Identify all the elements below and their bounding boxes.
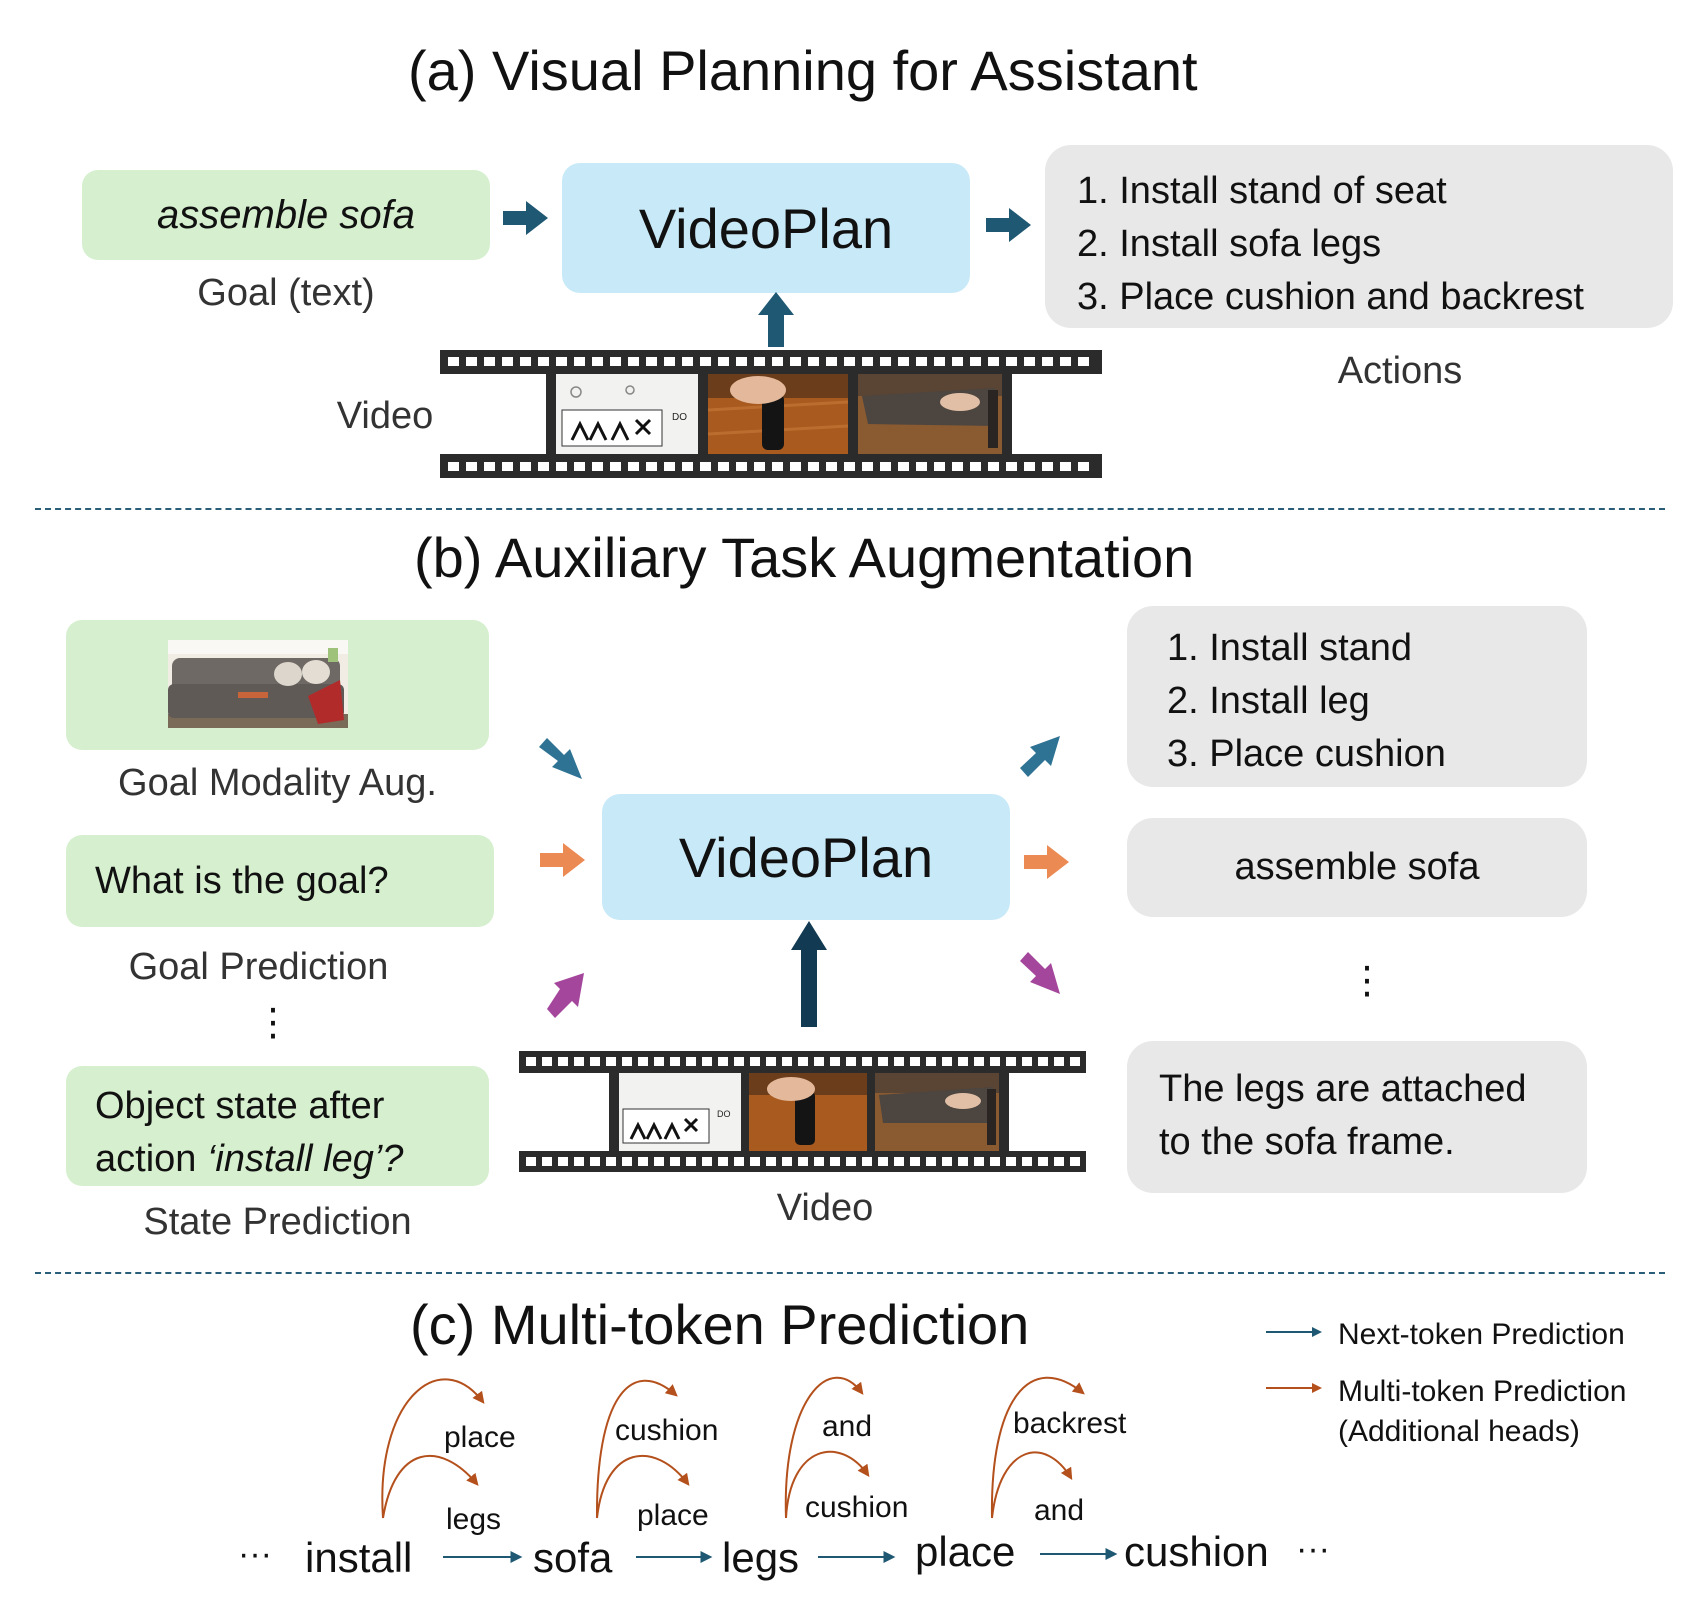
head-arrow-lower bbox=[991, 1451, 1073, 1519]
out-action-item: 3. Place cushion bbox=[1167, 733, 1446, 775]
videoplan-label-b: VideoPlan bbox=[678, 825, 934, 889]
arrow-model-to-actions-a bbox=[986, 208, 1031, 242]
legend-multi-arrow bbox=[1266, 1383, 1322, 1393]
videoplan-box-b: VideoPlan bbox=[602, 794, 1010, 920]
state-question-action: action bbox=[95, 1138, 207, 1180]
arrow-state-question-in bbox=[547, 973, 584, 1018]
state-question-line1: Object state after bbox=[95, 1085, 385, 1127]
head-arrow-upper bbox=[595, 1379, 678, 1519]
panel-a-title: (a) Visual Planning for Assistant bbox=[408, 39, 1198, 102]
trail-dots: ··· bbox=[1296, 1530, 1330, 1568]
head-label-lower: legs bbox=[446, 1503, 501, 1536]
panel-c-title: (c) Multi-token Prediction bbox=[410, 1293, 1030, 1356]
token-place: place bbox=[915, 1528, 1015, 1575]
video-caption-b: Video bbox=[776, 1187, 874, 1229]
video-caption-a: Video bbox=[336, 395, 434, 437]
video-frame-sofa-frame bbox=[858, 374, 1002, 454]
sofa-goal-image bbox=[168, 640, 348, 728]
legend-next-arrow bbox=[1266, 1327, 1322, 1337]
head-arrow-lower bbox=[596, 1454, 690, 1519]
video-filmstrip-b: DO bbox=[519, 1051, 1086, 1172]
svg-text:DO: DO bbox=[672, 412, 687, 423]
video-frame-leg-install bbox=[707, 374, 849, 454]
out-action-item: 1. Install stand bbox=[1167, 627, 1413, 669]
head-label-upper: and bbox=[822, 1410, 872, 1443]
ellipsis-right: ⋮ bbox=[1348, 960, 1386, 1002]
multi-token-diagram: ··· install sofa legs place cushion ··· … bbox=[238, 1376, 1330, 1581]
state-question-box: Object state after action ‘install leg’? bbox=[66, 1066, 489, 1186]
head-label-lower: and bbox=[1034, 1494, 1084, 1527]
goal-question: What is the goal? bbox=[95, 859, 389, 902]
legend-multi-sublabel: (Additional heads) bbox=[1338, 1415, 1580, 1448]
video-frame-manual: DO bbox=[619, 1073, 741, 1151]
film-sprocket-holes bbox=[448, 357, 1089, 471]
state-prediction-caption: State Prediction bbox=[143, 1201, 412, 1243]
token-cushion: cushion bbox=[1124, 1528, 1269, 1575]
action-item: 2. Install sofa legs bbox=[1077, 223, 1382, 265]
film-sprocket-holes bbox=[526, 1057, 1080, 1166]
arrow-video-to-model-b bbox=[791, 921, 827, 1027]
head-label-lower: cushion bbox=[805, 1491, 908, 1524]
head-label-lower: place bbox=[637, 1499, 709, 1532]
video-frame-sofa-frame bbox=[875, 1073, 999, 1151]
out-goal-box: assemble sofa bbox=[1127, 818, 1587, 917]
video-frame-manual: DO bbox=[556, 374, 698, 454]
action-item: 3. Place cushion and backrest bbox=[1077, 276, 1584, 318]
legend-next-label: Next-token Prediction bbox=[1338, 1318, 1625, 1351]
svg-text:DO: DO bbox=[717, 1109, 731, 1119]
out-state-line1: The legs are attached bbox=[1159, 1068, 1527, 1110]
head-arrow-upper bbox=[784, 1376, 864, 1519]
actions-box-a: 1. Install stand of seat 2. Install sofa… bbox=[1045, 145, 1673, 328]
head-label-upper: backrest bbox=[1013, 1407, 1127, 1440]
separator-dashed bbox=[35, 1272, 1665, 1274]
head-arrow-lower bbox=[785, 1450, 870, 1519]
state-question-line2: action ‘install leg’? bbox=[95, 1133, 489, 1186]
head-arrow-upper bbox=[381, 1378, 485, 1519]
out-goal: assemble sofa bbox=[1234, 846, 1480, 888]
head-arrow-lower bbox=[382, 1454, 479, 1519]
panel-b-arrows bbox=[539, 736, 1069, 1027]
videoplan-box-a: VideoPlan bbox=[562, 163, 970, 293]
token-install: install bbox=[305, 1534, 412, 1581]
arrow-out-actions bbox=[1020, 736, 1060, 777]
token-legs: legs bbox=[722, 1534, 799, 1581]
goal-modality-caption: Goal Modality Aug. bbox=[118, 762, 437, 804]
panel-a-arrows bbox=[503, 201, 1031, 347]
token-sofa: sofa bbox=[533, 1534, 613, 1581]
panel-b-title: (b) Auxiliary Task Augmentation bbox=[414, 526, 1195, 589]
legend-multi-label: Multi-token Prediction bbox=[1338, 1375, 1627, 1408]
arrow-goal-to-model-a bbox=[503, 201, 548, 235]
head-label-upper: place bbox=[444, 1421, 516, 1454]
goal-caption: Goal (text) bbox=[197, 272, 375, 314]
goal-text: assemble sofa bbox=[157, 192, 415, 237]
actions-caption: Actions bbox=[1337, 350, 1463, 392]
action-item: 1. Install stand of seat bbox=[1077, 170, 1447, 212]
out-actions-box: 1. Install stand 2. Install leg 3. Place… bbox=[1127, 606, 1587, 787]
videoplan-label-a: VideoPlan bbox=[638, 196, 894, 260]
goal-text-box: assemble sofa bbox=[82, 170, 490, 260]
legend-arrows bbox=[1266, 1327, 1322, 1393]
head-arrow-upper bbox=[990, 1376, 1085, 1519]
video-frame-leg-install bbox=[749, 1073, 867, 1151]
arrow-out-state bbox=[1020, 952, 1060, 994]
state-question-italic: ‘install leg’? bbox=[206, 1138, 404, 1180]
video-filmstrip-a: DO bbox=[440, 350, 1102, 478]
out-state-box: The legs are attached to the sofa frame. bbox=[1127, 1041, 1587, 1193]
head-label-upper: cushion bbox=[615, 1414, 718, 1447]
arrow-goal-question-in bbox=[540, 843, 585, 877]
arrow-out-goal bbox=[1024, 845, 1069, 879]
out-action-item: 2. Install leg bbox=[1167, 680, 1370, 722]
goal-prediction-caption: Goal Prediction bbox=[128, 946, 389, 988]
arrow-video-to-model-a bbox=[758, 292, 794, 347]
goal-question-box: What is the goal? bbox=[66, 835, 494, 927]
separator-dashed bbox=[35, 508, 1665, 510]
out-state-line2: to the sofa frame. bbox=[1159, 1121, 1455, 1163]
goal-image-box bbox=[66, 620, 489, 750]
lead-dots: ··· bbox=[238, 1535, 272, 1573]
ellipsis-left: ⋮ bbox=[254, 1002, 292, 1044]
arrow-goal-image-in bbox=[539, 738, 582, 779]
